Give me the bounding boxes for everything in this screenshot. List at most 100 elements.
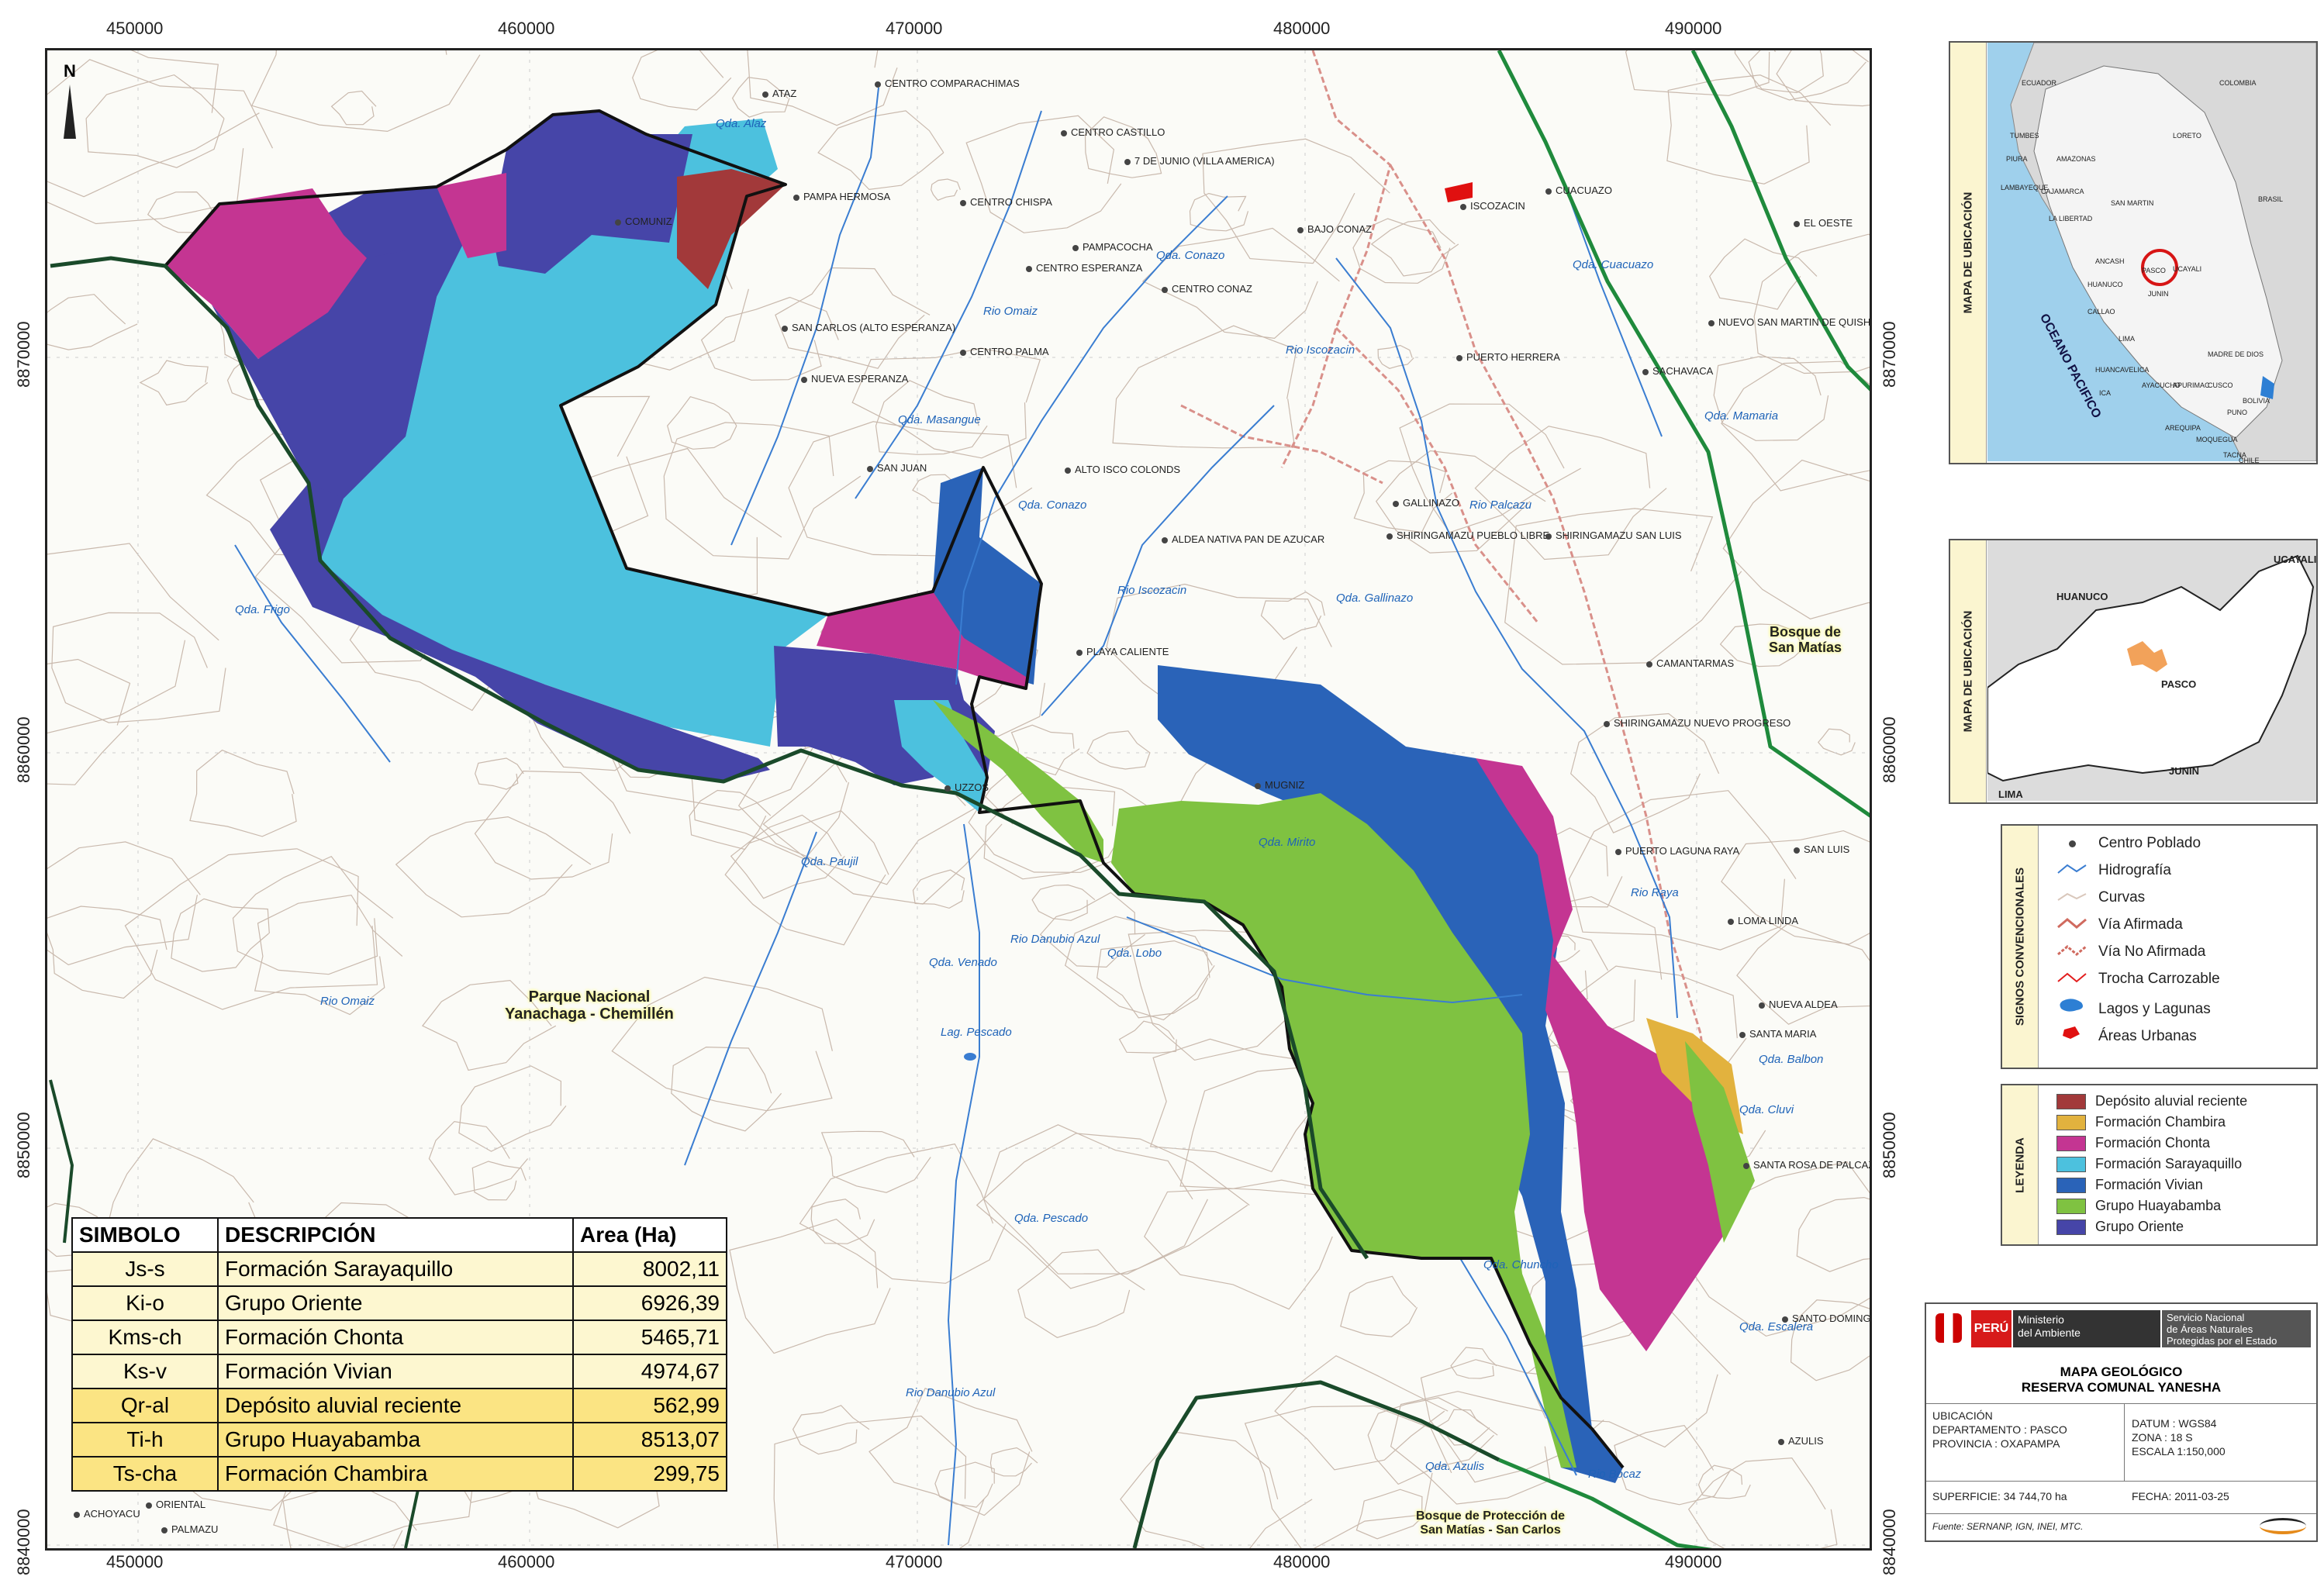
inset-peru-label: CUSCO [2208,381,2233,389]
populated-place-dot-icon [1061,129,1067,136]
populated-place-name: CENTRO PALMA [970,346,1049,357]
populated-place-dot-icon [1076,649,1083,656]
provincia-label: PROVINCIA : OXAPAMPA [1932,1437,2060,1450]
lake-pescado [964,1053,976,1061]
unit-chonta-nw [165,188,367,359]
contour-line [1734,50,1824,94]
populated-place-name: PALMAZU [171,1523,219,1535]
populated-place: CAMANTARMAS [1646,657,1734,669]
populated-place: NUEVA ESPERANZA [801,373,908,385]
leyenda-title-bar: LEYENDA [2002,1085,2039,1244]
contour-line [428,1120,529,1195]
signos-row: Áreas Urbanas [2056,1025,2197,1045]
signos-row: Hidrografía [2056,862,2171,879]
river-label: Qda. Gallinazo [1336,592,1414,605]
signos-row: Vía No Afirmada [2056,944,2205,961]
contour-line [1722,459,1870,619]
geologic-map-canvas [47,50,1870,1548]
populated-place-name: PUERTO LAGUNA RAYA [1625,845,1740,857]
unit-chonta-east [1476,758,1732,1351]
populated-place: MUGNIZ [1255,779,1304,791]
contour-line [282,1485,417,1548]
inset-peru-label: CALLAO [2087,308,2115,316]
leyenda-row: Depósito aluvial reciente [2056,1093,2247,1110]
inset-peru-label: HUANUCO [2087,281,2123,288]
departamento-label: DEPARTAMENTO : PASCO [1932,1423,2067,1436]
populated-place-name: ATAZ [772,88,797,99]
contour-line [47,59,274,225]
contour-line [1096,940,1210,1019]
populated-place: SHIRINGAMAZU SAN LUIS [1545,530,1682,541]
populated-place-name: SANTA ROSA DE PALCAZU [1753,1159,1872,1171]
contour-line [1065,916,1215,1021]
contour-line [189,749,297,837]
signos-label: Vía No Afirmada [2098,944,2206,960]
unit-huayabamba [1111,793,1576,1468]
table-cell: 8002,11 [572,1251,727,1287]
inset-peru-label: PIURA [2006,155,2028,163]
populated-place: SAN LUIS [1794,843,1849,855]
contour-line [395,816,592,918]
river-label: Qda. Alaz [716,117,767,130]
inset-pasco-label: PASCO [2161,678,2197,690]
signos-symbol-icon [2056,916,2087,933]
contour-line [989,1447,1038,1477]
populated-place-name: PUERTO HERRERA [1466,351,1560,363]
populated-place-name: ALTO ISCO COLONDS [1075,464,1181,475]
contour-line [1031,884,1096,921]
populated-place-name: SAN LUIS [1804,843,1850,855]
populated-place-name: SANTA MARIA [1749,1028,1817,1040]
y-tick-left: 8840000 [14,1509,33,1575]
populated-place: CENTRO CONAZ [1162,283,1252,295]
contour-line [51,612,226,723]
inset-peru-label: LORETO [2173,132,2201,140]
table-cell: Depósito aluvial reciente [217,1388,574,1423]
river-label: Qda. Chuncho [1483,1258,1559,1271]
map-title: MAPA GEOLÓGICO [2060,1364,2183,1379]
inset-peru-label: ICA [2099,389,2112,397]
populated-place: GALLINAZO [1393,497,1459,509]
populated-place-name: BAJO CONAZ [1307,223,1373,235]
populated-place-dot-icon [1646,661,1652,668]
contour-line [1260,591,1325,640]
populated-place: SANTA ROSA DE PALCAZU [1743,1159,1872,1171]
table-cell: Js-s [71,1251,219,1287]
contour-line [1450,1347,1497,1379]
unit-sarayaquillo-center [894,700,987,812]
contour-line [983,1124,1208,1275]
river-label: Qda. Lobo [1107,947,1162,960]
table-cell: Grupo Huayabamba [217,1422,574,1458]
populated-place: PUERTO LAGUNA RAYA [1615,845,1739,857]
contour-line [868,1388,1033,1516]
populated-place: UZZOS [944,781,989,793]
contour-line [851,347,1041,459]
populated-place-name: ORIENTAL [156,1499,206,1510]
table-cell: Formación Chambira [217,1456,574,1492]
inset-pasco-title: MAPA DE UBICACIÓN [1961,610,1975,733]
river-label: Rio Palcazu [1469,498,1532,512]
table-header-cell: Area (Ha) [572,1217,727,1253]
inset-peru-label: PUNO [2227,409,2248,416]
river-label: Rio Raya [1631,886,1679,899]
populated-place-dot-icon [1782,1316,1788,1323]
inset-peru-label: TACNA [2223,451,2246,459]
road-line [1389,164,1718,1166]
populated-place-name: CENTRO COMPARACHIMAS [885,78,1020,89]
populated-place: CENTRO PALMA [960,346,1049,357]
unit-aluvial [677,169,786,289]
populated-place-name: PAMPA HERMOSA [803,191,891,202]
leyenda-row: Grupo Oriente [2056,1219,2184,1236]
contour-line [1753,233,1870,374]
x-tick-top: 450000 [106,19,164,38]
pasco-location-circle [2141,249,2178,286]
inset-peru-label: ECUADOR [2022,79,2057,87]
contour-line [968,757,1173,873]
contour-line [1149,1038,1331,1173]
populated-place-dot-icon [1162,286,1168,293]
contour-line [1353,460,1453,533]
